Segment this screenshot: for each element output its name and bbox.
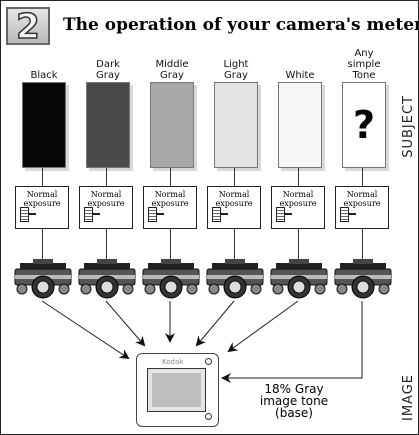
connector-line: [170, 168, 171, 186]
arrow-icon: [105, 300, 146, 347]
exposure-meter-4: Normal exposure: [271, 186, 325, 229]
connector-line: [298, 229, 299, 259]
exposure-meter-3: Normal exposure: [207, 186, 261, 229]
frame-corner-dot: [205, 413, 212, 420]
connector-line: [106, 229, 107, 259]
meter-needle-icon: [284, 213, 292, 215]
meter-needle-icon: [28, 213, 36, 215]
question-mark-icon: ?: [352, 103, 376, 147]
tone-swatch-light-gray: [214, 82, 258, 168]
print-brand-label: Kodak: [162, 358, 184, 366]
exposure-meter-2: Normal exposure: [143, 186, 197, 229]
exposure-label: Normal exposure: [87, 190, 125, 208]
slr-camera-icon: [78, 259, 136, 299]
arrow-icon: [227, 300, 299, 353]
exposure-label: Normal exposure: [23, 190, 61, 208]
connector-line: [42, 168, 43, 186]
arrow-icon: [41, 300, 130, 360]
tone-swatch-white: [278, 82, 322, 168]
meter-needle-icon: [348, 213, 356, 215]
tone-label-any-simple-tone: Any simple Tone: [347, 48, 381, 81]
step-number: 2: [15, 6, 40, 48]
connector-line: [170, 229, 171, 259]
tone-swatch-middle-gray: [150, 82, 194, 168]
arrow-icon: [195, 300, 235, 347]
arrow-icon: [221, 301, 363, 383]
connector-line: [42, 229, 43, 259]
result-caption: 18% Gray image tone (base): [259, 382, 329, 420]
slr-camera-icon: [142, 259, 200, 299]
tone-label-black: Black: [30, 70, 58, 81]
connector-line: [298, 168, 299, 186]
exposure-meter-5: Normal exposure: [335, 186, 389, 229]
step-number-badge: 2: [6, 6, 50, 48]
exposure-meter-0: Normal exposure: [15, 186, 69, 229]
slr-camera-icon: [14, 259, 72, 299]
exposure-label: Normal exposure: [151, 190, 189, 208]
diagram-title: The operation of your camera's meter: [63, 15, 419, 35]
meter-needle-icon: [220, 213, 228, 215]
connector-line: [362, 229, 363, 259]
connector-line: [234, 229, 235, 259]
exposure-label: Normal exposure: [279, 190, 317, 208]
print-frame-icon: Kodak: [136, 353, 219, 427]
tone-label-dark-gray: Dark Gray: [96, 59, 120, 81]
exposure-label: Normal exposure: [343, 190, 381, 208]
tone-label-white: White: [285, 70, 315, 81]
tone-swatch-dark-gray: [86, 82, 130, 168]
tone-label-light-gray: Light Gray: [223, 59, 249, 81]
exposure-label: Normal exposure: [215, 190, 253, 208]
frame-corner-dot: [205, 358, 212, 365]
exposure-meter-1: Normal exposure: [79, 186, 133, 229]
connector-line: [234, 168, 235, 186]
slr-camera-icon: [334, 259, 392, 299]
meter-needle-icon: [92, 213, 100, 215]
connector-line: [106, 168, 107, 186]
tone-label-middle-gray: Middle Gray: [155, 59, 189, 81]
result-tone-patch: [147, 368, 206, 412]
slr-camera-icon: [270, 259, 328, 299]
meter-needle-icon: [156, 213, 164, 215]
connector-line: [362, 168, 363, 186]
slr-camera-icon: [206, 259, 264, 299]
tone-swatch-black: [22, 82, 66, 168]
tone-swatch-unknown: ?: [342, 82, 386, 168]
